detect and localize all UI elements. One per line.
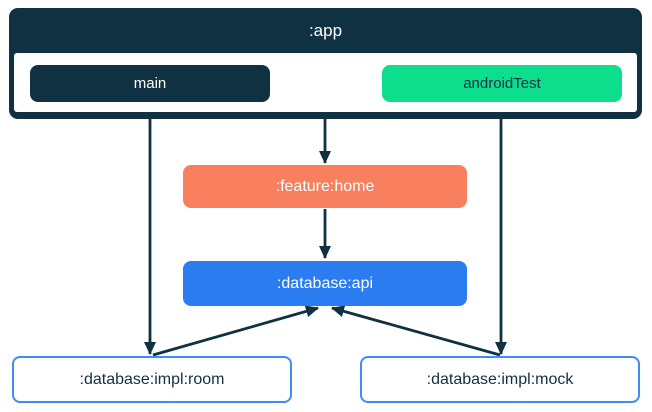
node-main-label: main — [133, 75, 167, 92]
node-app-container: :app main androidTest — [9, 8, 642, 119]
node-feature-home: :feature:home — [183, 165, 467, 208]
edge-database_impl_room-to-database_api — [152, 305, 319, 357]
node-app-header-label: :app — [308, 20, 343, 40]
node-database-api: :database:api — [183, 261, 467, 306]
node-database-impl-mock-label: :database:impl:mock — [426, 370, 574, 388]
node-database-impl-room: :database:impl:room — [12, 356, 292, 403]
node-app-body: main androidTest — [14, 53, 637, 112]
node-database-impl-mock: :database:impl:mock — [360, 356, 640, 403]
node-database-impl-room-label: :database:impl:room — [79, 370, 225, 388]
node-database-api-label: :database:api — [276, 274, 374, 292]
node-androidtest-sourceset: androidTest — [382, 65, 622, 102]
node-androidtest-label: androidTest — [463, 75, 541, 92]
node-main-sourceset: main — [30, 65, 270, 102]
node-feature-home-label: :feature:home — [275, 177, 375, 195]
edge-database_impl_mock-to-database_api — [331, 305, 501, 357]
